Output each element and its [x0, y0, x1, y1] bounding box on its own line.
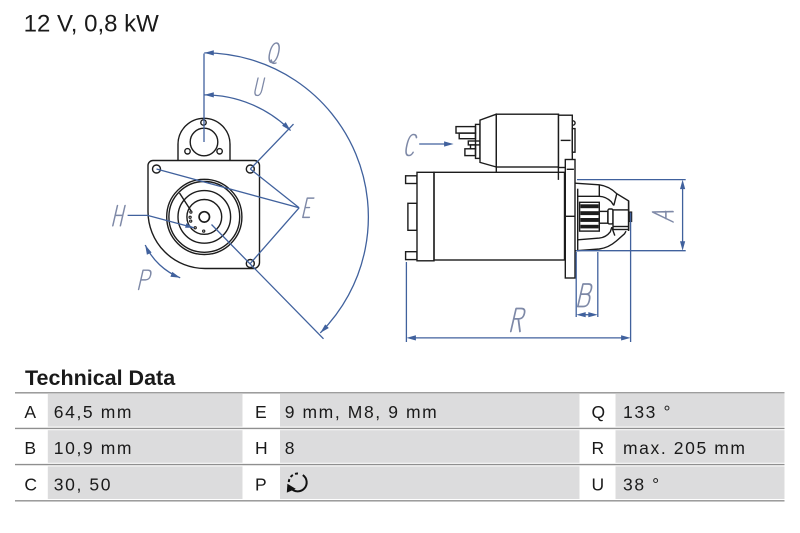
svg-text:R: R: [592, 438, 606, 458]
svg-text:P: P: [255, 474, 268, 494]
svg-text:38 °: 38 °: [623, 474, 661, 494]
svg-text:max. 205 mm: max. 205 mm: [623, 438, 747, 458]
svg-text:133 °: 133 °: [623, 402, 672, 422]
svg-text:64,5 mm: 64,5 mm: [54, 402, 133, 422]
svg-text:Q: Q: [592, 402, 607, 422]
svg-text:C: C: [24, 474, 38, 494]
svg-text:12 V, 0,8 kW: 12 V, 0,8 kW: [24, 11, 160, 38]
svg-text:Technical Data: Technical Data: [25, 366, 176, 390]
svg-text:U: U: [592, 474, 606, 494]
svg-text:E: E: [255, 402, 268, 422]
svg-text:30, 50: 30, 50: [54, 474, 112, 494]
svg-text:10,9 mm: 10,9 mm: [54, 438, 133, 458]
svg-text:B: B: [24, 438, 37, 458]
svg-text:9 mm, M8, 9 mm: 9 mm, M8, 9 mm: [285, 402, 439, 422]
svg-text:H: H: [255, 438, 269, 458]
svg-text:A: A: [24, 402, 37, 422]
svg-text:8: 8: [285, 438, 296, 458]
